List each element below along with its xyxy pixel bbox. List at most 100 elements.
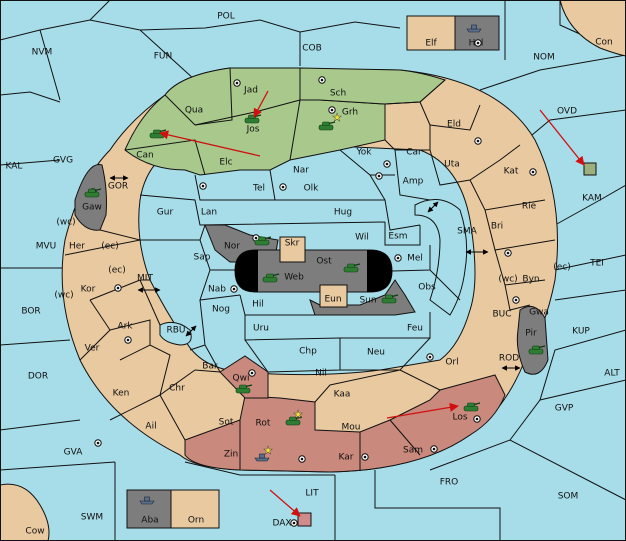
label-skr: Skr (285, 239, 300, 249)
label-tel: Tel (252, 184, 265, 194)
province-labels: POL NVM FUN COB Elf Hel Con NOM OVD KAL … (6, 12, 621, 537)
label-sun: Sun (359, 296, 376, 306)
label-obs: Obs (418, 283, 436, 293)
label-orn: Orn (188, 516, 204, 526)
province-pir[interactable] (516, 305, 549, 375)
label-jad: Jad (243, 86, 258, 96)
label-tei: TEI (589, 259, 604, 269)
supply-center-dot-icon (375, 172, 383, 180)
inner-sea-rbu (159, 321, 192, 346)
label-car: Car (406, 148, 422, 158)
label-sma: SMA (457, 227, 477, 237)
label-chp: Chp (299, 347, 317, 357)
label-buc: BUC (492, 310, 511, 320)
label-rie: Rie (522, 202, 537, 212)
label-gor: GOR (108, 182, 128, 192)
label-mou: Mou (342, 423, 361, 433)
retreat-unit-icon (297, 512, 312, 527)
label-ec1: (ec) (101, 242, 119, 252)
label-sot: Sot (219, 418, 234, 428)
label-can: Can (136, 151, 154, 161)
label-hug: Hug (334, 208, 352, 218)
label-gur: Gur (157, 208, 174, 218)
label-amp: Amp (403, 177, 424, 187)
label-ken: Ken (113, 389, 130, 399)
label-hil: Hil (252, 300, 264, 310)
label-zin: Zin (224, 450, 238, 460)
label-wc2: (wc) (54, 291, 73, 301)
label-som: SOM (558, 492, 579, 502)
label-neu: Neu (367, 348, 385, 358)
supply-center-dot-icon (248, 369, 256, 377)
label-yok: Yok (355, 148, 372, 158)
province-gaw[interactable] (74, 163, 107, 231)
label-kaa: Kaa (334, 390, 351, 400)
double-arrow-icons (109, 175, 521, 371)
label-rbu: RBU (166, 326, 185, 336)
label-nil: Nil (315, 369, 327, 379)
province-eun[interactable] (319, 284, 348, 308)
supply-center-dot-icon (361, 453, 369, 461)
label-ost: Ost (316, 257, 332, 267)
label-bri: Bri (491, 222, 503, 232)
province-sch[interactable] (299, 67, 446, 105)
star-icon: ★ (263, 444, 273, 457)
label-eun: Eun (324, 295, 341, 305)
label-web: Web (284, 273, 304, 283)
supply-center-dot-icon (430, 445, 438, 453)
supply-center-dot-icon (233, 79, 241, 87)
supply-center-dot-icon (94, 439, 102, 447)
label-qua: Qua (185, 106, 203, 116)
label-nvm: NVM (32, 48, 53, 58)
province-con[interactable] (559, 0, 626, 57)
label-sam: Sam (403, 446, 423, 456)
label-sap: Sap (194, 253, 211, 263)
label-kup: KUP (572, 327, 590, 337)
supply-center-dot-icon (279, 183, 287, 191)
label-gvg: GVG (53, 156, 73, 166)
label-wil: Wil (355, 233, 369, 243)
supply-center-dot-icon (474, 137, 482, 145)
label-nor: Nor (224, 242, 240, 252)
label-ark: Ark (117, 322, 133, 332)
label-dax: DAX (272, 519, 291, 529)
inner-sea-sma (414, 199, 468, 316)
label-rot: Rot (256, 419, 271, 429)
supply-center-dot-icon (504, 249, 512, 257)
province-cow[interactable] (0, 483, 50, 541)
label-elc: Elc (219, 158, 232, 168)
units (84, 24, 597, 527)
label-bar: Bar (202, 362, 218, 372)
label-kam: KAM (582, 194, 602, 204)
red-power-territories (184, 374, 506, 473)
label-kal: KAL (6, 162, 23, 172)
label-feu: Feu (407, 324, 423, 334)
label-dor: DOR (28, 372, 48, 382)
supply-center-dot-icon (230, 285, 238, 293)
province-skr[interactable] (279, 236, 306, 263)
label-kor: Kor (81, 285, 96, 295)
label-gaw: Gaw (82, 203, 102, 213)
label-swm: SWM (81, 513, 103, 523)
label-fro: FRO (440, 478, 459, 488)
label-kat: Kat (504, 167, 519, 177)
province-orn[interactable] (170, 489, 220, 529)
province-borders (64, 67, 556, 470)
label-uru: Uru (253, 324, 269, 334)
supply-center-dot-icon (383, 160, 391, 168)
supply-center-dot-icon (474, 39, 482, 47)
label-orl: Orl (445, 358, 458, 368)
label-jos: Jos (246, 125, 260, 135)
label-gwa: Gwa (529, 308, 549, 318)
label-wc1: (wc) (56, 218, 75, 228)
label-ail: Ail (145, 422, 156, 432)
province-elf[interactable] (406, 15, 456, 51)
label-pir: Pir (525, 329, 537, 339)
label-ver: Ver (85, 344, 100, 354)
supply-center-dot-icon (394, 254, 402, 262)
supply-center-dot-icon (124, 336, 132, 344)
label-chr: Chr (169, 384, 185, 394)
label-lit: LIT (305, 489, 319, 499)
supply-center-dot-icon (529, 168, 537, 176)
label-cow: Cow (25, 527, 44, 537)
